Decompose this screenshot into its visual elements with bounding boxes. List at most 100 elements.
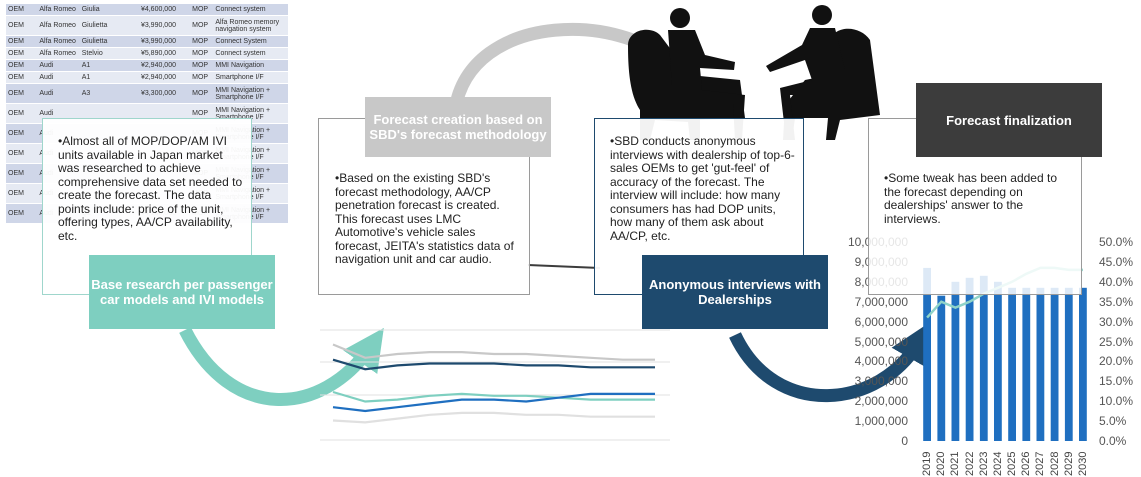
series-line-0: [332, 343, 655, 361]
y-tick-right: 0.0%: [1099, 434, 1127, 448]
table-cell: Connect system: [213, 4, 288, 16]
table-cell: OEM: [6, 59, 38, 72]
y-tick-left: 2,000,000: [854, 394, 908, 409]
table-cell: ¥3,990,000: [138, 15, 191, 36]
table-cell: Giulietta: [79, 15, 139, 36]
table-cell: MMI Navigation: [213, 59, 288, 72]
table-cell: OEM: [6, 103, 38, 124]
x-tick: 2030: [1076, 451, 1089, 476]
step3-bullet: •SBD conducts anonymous interviews with …: [610, 134, 795, 243]
bar-2023: [979, 275, 988, 441]
table-cell: Alfa Romeo: [37, 35, 80, 48]
table-cell: Alfa Romeo: [37, 47, 80, 60]
table-cell: OEM: [6, 123, 38, 144]
table-cell: ¥2,940,000: [138, 59, 191, 72]
table-cell: OEM: [6, 35, 38, 48]
step4-label: Forecast finalization: [916, 83, 1102, 157]
x-tick: 2026: [1020, 451, 1033, 476]
x-tick: 2024: [991, 451, 1004, 476]
table-cell: Alfa Romeo: [37, 4, 80, 16]
x-tick: 2019: [921, 451, 934, 476]
table-cell: A1: [79, 59, 139, 72]
series-connector: [527, 264, 601, 269]
table-cell: MMI Navigation + Smartphone I/F: [213, 83, 288, 104]
business-meeting-icon: [628, 5, 880, 140]
series-line-1: [332, 358, 655, 371]
table-cell: MOP: [190, 83, 214, 104]
table-cell: Connect system: [213, 47, 288, 60]
y-tick-left: 1,000,000: [854, 414, 908, 429]
bar-2024: [994, 281, 1002, 441]
table-cell: Connect System: [213, 35, 288, 48]
x-tick: 2022: [963, 451, 976, 476]
bar-2022: [965, 277, 974, 441]
table-cell: OEM: [6, 203, 38, 224]
table-cell: Alfa Romeo memory navigation system: [213, 15, 288, 36]
y-tick-right: 5.0%: [1099, 414, 1127, 429]
y-tick-left: 7,000,000: [854, 294, 908, 309]
series-line-2: [332, 390, 655, 403]
table-cell: MOP: [190, 15, 214, 36]
y-tick-right: 30.0%: [1099, 314, 1134, 329]
step2-bullet: •Based on the existing SBD's forecast me…: [335, 171, 514, 266]
table-cell: OEM: [6, 4, 38, 16]
bar-2030: [1079, 287, 1087, 441]
table-cell: MOP: [190, 47, 214, 60]
y-tick-left: 0: [901, 434, 908, 448]
x-tick: 2021: [949, 451, 962, 476]
table-cell: ¥5,890,000: [138, 47, 191, 60]
bar-2027: [1036, 287, 1045, 441]
y-tick-left: 5,000,000: [854, 334, 908, 349]
table-cell: Smartphone I/F: [213, 71, 288, 84]
bar-2020: [937, 295, 946, 441]
x-tick: 2023: [977, 451, 990, 476]
step2-label: Forecast creation based on SBD's forecas…: [365, 97, 551, 157]
step3-label: Anonymous interviews with Dealerships: [642, 255, 828, 329]
x-tick: 2020: [935, 451, 948, 476]
penetration-line-chart: [320, 264, 670, 441]
table-cell: ¥4,600,000: [138, 4, 191, 16]
table-cell: OEM: [6, 143, 38, 164]
x-tick: 2028: [1048, 451, 1061, 476]
table-cell: A3: [79, 83, 139, 104]
table-cell: Alfa Romeo: [37, 15, 80, 36]
arrow-teal-icon: [179, 327, 384, 406]
table-cell: ¥3,300,000: [138, 83, 191, 104]
table-cell: Audi: [37, 83, 80, 104]
y-tick-right: 45.0%: [1099, 254, 1134, 269]
table-cell: OEM: [6, 83, 38, 104]
y-tick-right: 20.0%: [1099, 354, 1134, 369]
table-cell: MOP: [190, 4, 214, 16]
table-cell: MOP: [190, 59, 214, 72]
step1-label: Base research per passenger car models a…: [89, 255, 275, 329]
y-tick-right: 35.0%: [1099, 294, 1134, 309]
y-tick-left: 3,000,000: [854, 374, 908, 389]
table-cell: ¥2,940,000: [138, 71, 191, 84]
table-cell: ¥3,990,000: [138, 35, 191, 48]
y-tick-left: 4,000,000: [854, 354, 908, 369]
step1-bullet: •Almost all of MOP/DOP/AM IVI units avai…: [58, 134, 243, 243]
y-tick-right: 50.0%: [1099, 235, 1134, 249]
table-cell: Giulietta: [79, 35, 139, 48]
table-cell: OEM: [6, 47, 38, 60]
table-cell: OEM: [6, 15, 38, 36]
x-tick: 2027: [1034, 451, 1047, 476]
y-tick-right: 40.0%: [1099, 274, 1134, 289]
table-cell: OEM: [6, 71, 38, 84]
bar-line-chart: [923, 266, 1087, 441]
y-tick-left: 6,000,000: [854, 314, 908, 329]
x-tick: 2029: [1062, 451, 1075, 476]
y-tick-right: 25.0%: [1099, 334, 1134, 349]
table-cell: MOP: [190, 71, 214, 84]
table-cell: OEM: [6, 163, 38, 184]
table-cell: OEM: [6, 183, 38, 204]
table-cell: Giulia: [79, 4, 139, 16]
series-line-3: [332, 392, 655, 413]
